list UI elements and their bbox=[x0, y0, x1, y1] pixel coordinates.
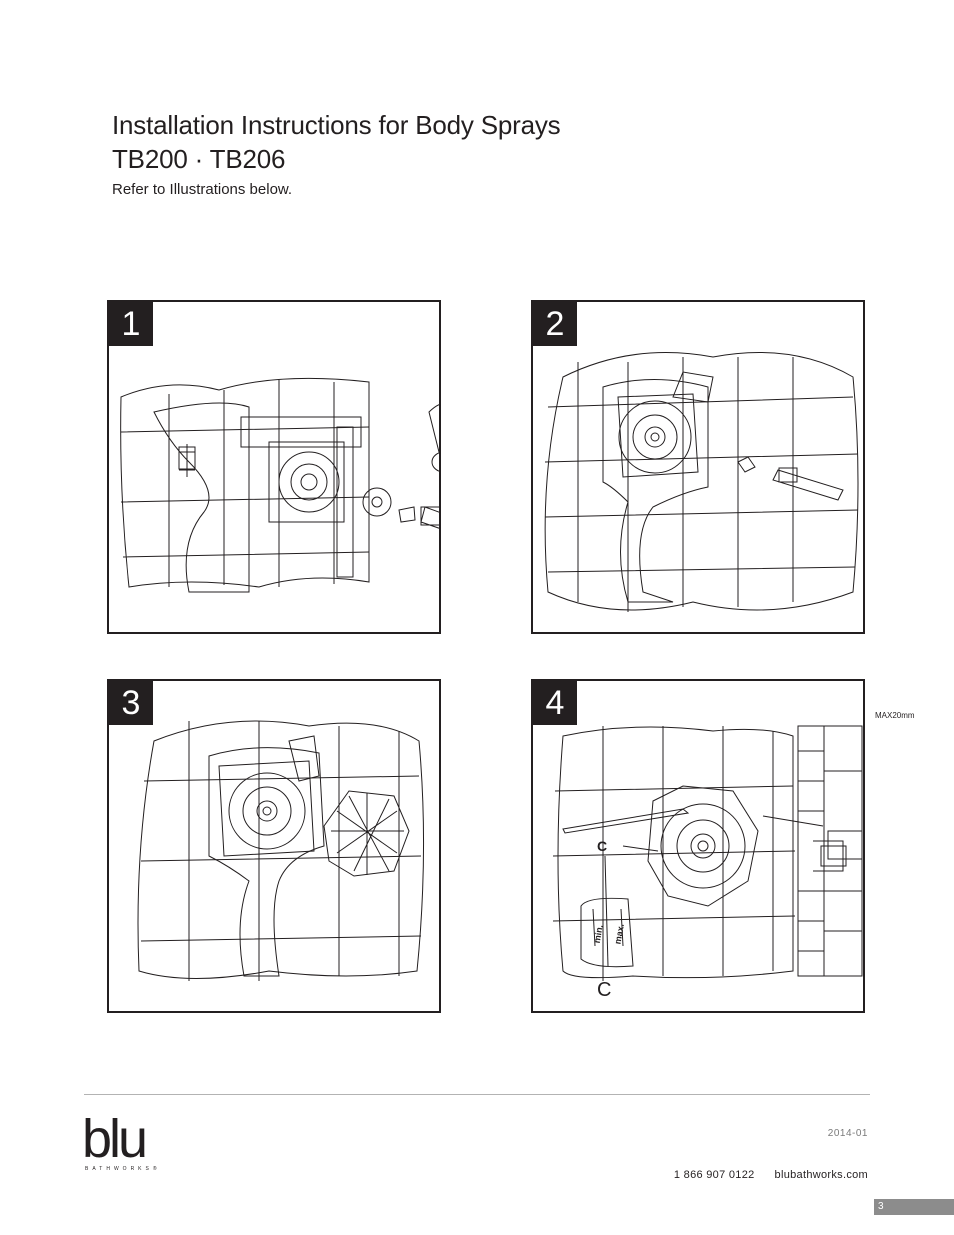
step-2-badge: 2 bbox=[533, 302, 577, 346]
max-depth-label: MAX20mm bbox=[875, 711, 915, 720]
title-line-1: Installation Instructions for Body Spray… bbox=[112, 110, 561, 140]
page-title: Installation Instructions for Body Spray… bbox=[112, 108, 561, 176]
step-3-illustration bbox=[109, 681, 439, 1011]
step-1-illustration bbox=[109, 302, 439, 632]
brand-name: blu bbox=[82, 1109, 148, 1169]
website-link[interactable]: blubathworks.com bbox=[774, 1169, 868, 1181]
page-subtitle: Refer to Illustrations below. bbox=[112, 181, 293, 198]
step-2-illustration bbox=[533, 302, 863, 632]
step-1-panel: 1 bbox=[107, 300, 441, 634]
brand-logo: blu BATHWORKS® bbox=[82, 1109, 161, 1172]
callout-c-bottom-label: C bbox=[597, 979, 612, 1001]
footer-divider bbox=[84, 1094, 870, 1095]
contact-info: 1 866 907 0122 blubathworks.com bbox=[674, 1169, 868, 1181]
title-line-2: TB200 · TB206 bbox=[112, 144, 286, 174]
brand-subtitle: BATHWORKS® bbox=[85, 1166, 161, 1172]
document-date: 2014-01 bbox=[827, 1128, 868, 1139]
step-2-panel: 2 bbox=[531, 300, 865, 634]
step-3-badge: 3 bbox=[109, 681, 153, 725]
step-3-panel: 3 bbox=[107, 679, 441, 1013]
step-4-badge: 4 bbox=[533, 681, 577, 725]
callout-c-label: C bbox=[597, 838, 608, 854]
step-1-badge: 1 bbox=[109, 302, 153, 346]
step-4-illustration bbox=[533, 681, 863, 1011]
page-number: 3 bbox=[874, 1199, 954, 1215]
phone-number: 1 866 907 0122 bbox=[673, 1169, 755, 1181]
step-4-panel: 4 C C min. max. bbox=[531, 679, 865, 1013]
